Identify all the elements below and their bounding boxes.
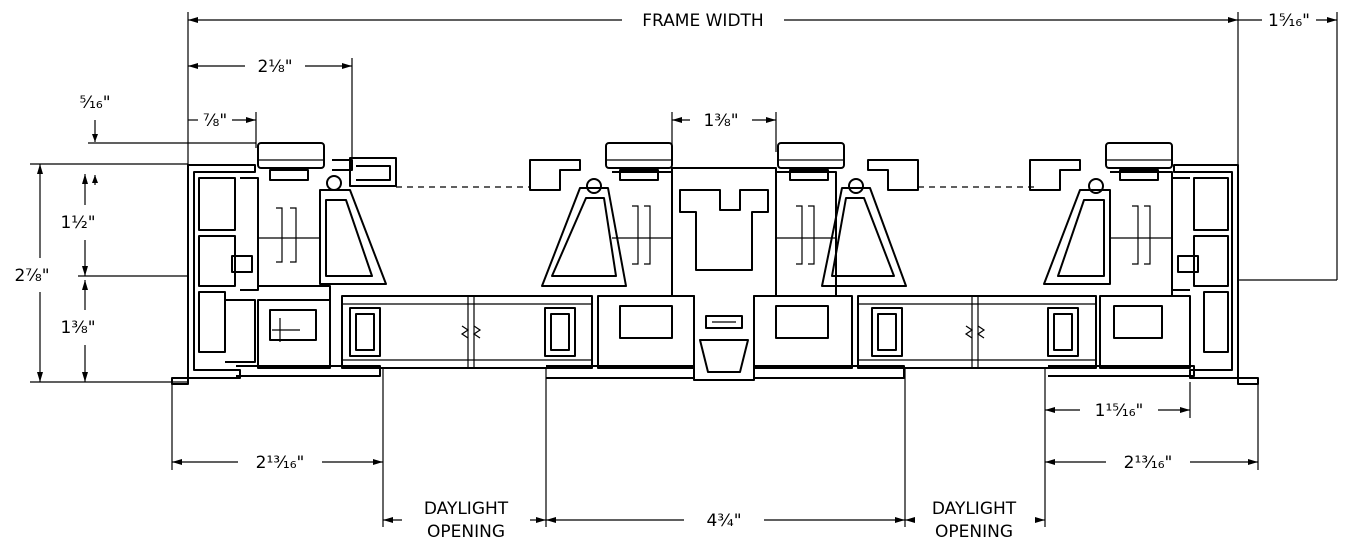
four-three-quarters-label: 4¾" [706, 511, 741, 531]
dimension-lines [30, 12, 1338, 527]
frame-width-label: FRAME WIDTH [642, 11, 763, 31]
center-one-three-eighths-label: 1⅜" [703, 111, 738, 131]
left-daylight-label: DAYLIGHT [424, 499, 509, 519]
right-daylight-label: DAYLIGHT [932, 499, 1017, 519]
one-half-label: 1½" [60, 213, 95, 233]
two-seven-eighths-label: 2⅞" [14, 266, 49, 286]
left-opening-label: OPENING [427, 522, 505, 542]
left-glazing-unit [341, 295, 593, 369]
lower-one-three-eighths-label: 1⅜" [60, 318, 95, 338]
one-fifteen-sixteenths-label: 1¹⁵⁄₁₆" [1095, 401, 1144, 421]
left-two-thirteen-sixteenths-label: 2¹³⁄₁₆" [256, 453, 305, 473]
left-pressure-cap [257, 142, 325, 181]
two-one-eighth-label: 2⅛" [257, 57, 292, 77]
right-pressure-cap [1105, 142, 1173, 181]
right-jamb-profile [1029, 159, 1259, 385]
center-mullion-profile [529, 159, 919, 381]
left-jamb-profile [171, 157, 397, 385]
right-glazing-unit [857, 295, 1097, 369]
right-offset-label: 1⁵⁄₁₆" [1268, 11, 1310, 31]
dimension-labels: FRAME WIDTH 1⁵⁄₁₆" 2⅛" ⁵⁄₁₆" ⅞" 1⅜" 1½" … [14, 11, 1310, 542]
five-sixteenths-label: ⁵⁄₁₆" [79, 93, 110, 113]
right-opening-label: OPENING [935, 522, 1013, 542]
seven-eighths-label: ⅞" [203, 111, 227, 131]
right-two-thirteen-sixteenths-label: 2¹³⁄₁₆" [1124, 453, 1173, 473]
center-pressure-caps [605, 142, 845, 181]
